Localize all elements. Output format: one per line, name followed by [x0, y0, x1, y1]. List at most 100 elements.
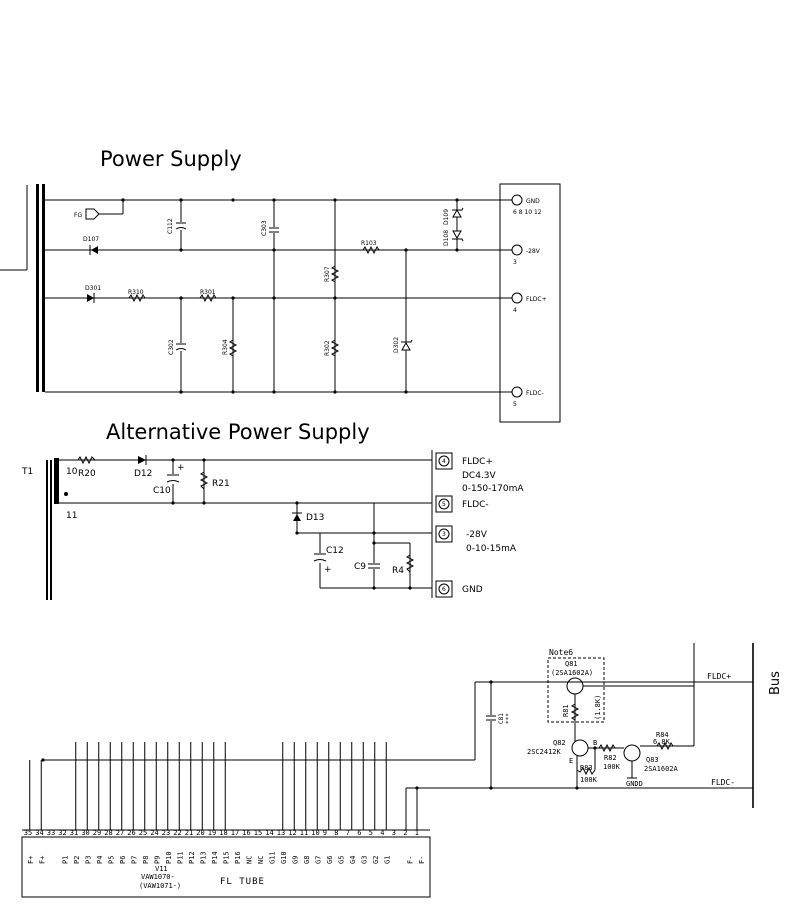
c10-plus: + [177, 463, 185, 473]
pin-number: 4 [380, 829, 384, 837]
pin-10-label: 10 [66, 467, 78, 477]
pin-number: 18 [219, 829, 227, 837]
q82-label: Q82 [553, 739, 566, 747]
r83: R83 100K [576, 764, 598, 784]
r301: R301 [199, 289, 217, 303]
pin-number: 7 [346, 829, 350, 837]
pin-name: P15 [222, 851, 230, 864]
r82-val: 100K [603, 763, 621, 771]
v11-label: V11 [155, 865, 168, 873]
bus-fldc-minus: FLDC- [711, 778, 735, 787]
pin-number: 17 [231, 829, 239, 837]
r307-label: R307 [324, 266, 331, 282]
q82-b: B [593, 739, 597, 747]
pin-name: NC [257, 856, 265, 864]
t4-num: 4 [442, 458, 446, 465]
pin-number: 16 [242, 829, 250, 837]
alt-28v-current: 0-10-15mA [466, 544, 517, 554]
pin-name: G10 [280, 851, 288, 864]
alt-gnd: GND [462, 585, 483, 595]
r310: R310 [128, 289, 146, 303]
pin-number: 5 [369, 829, 373, 837]
pin-name: G4 [349, 856, 357, 864]
c9-label: C9 [354, 562, 366, 572]
c81-label: C81 [498, 713, 505, 724]
note6-label: Note6 [549, 648, 573, 657]
r307: R307 [324, 265, 340, 283]
junction-dots [121, 198, 459, 394]
pin-name: P8 [142, 856, 150, 864]
r103: R103 [361, 240, 380, 255]
terminal-fldc-plus-pins: 4 [513, 307, 517, 314]
pin-number: 34 [35, 829, 43, 837]
c112: C112 [167, 218, 187, 234]
pin-number: 35 [24, 829, 32, 837]
q82: Q82 2SC2412K B E [527, 739, 597, 790]
pin-number: 8 [334, 829, 338, 837]
bus: Bus [752, 643, 783, 808]
r21: R21 [199, 471, 230, 490]
c302: C302 [168, 339, 187, 355]
t3-num: 3 [442, 531, 446, 538]
pin-number: 24 [150, 829, 158, 837]
c12-label: C12 [326, 546, 344, 556]
pin-number: 3 [392, 829, 396, 837]
r83-val: 100K [580, 776, 598, 784]
pin-name: G5 [337, 856, 345, 864]
q81-part: (2SA1602A) [551, 669, 593, 677]
q82-part: 2SC2412K [527, 748, 562, 756]
gndd-label: GNDD [626, 780, 643, 788]
d302: D302 [393, 337, 413, 353]
pin-number: 12 [288, 829, 296, 837]
r81-label: R81 [562, 704, 570, 717]
pin-name: G9 [291, 856, 299, 864]
fl-tube-box: V11 VAW1070- (VAW1071-) FL TUBE [21, 829, 431, 898]
terminal-28v: -28V [526, 248, 541, 255]
d12: D12 [134, 455, 152, 479]
t1-label: T1 [21, 467, 33, 477]
pin-name: P3 [84, 856, 92, 864]
c303-label: C303 [261, 220, 268, 236]
pin-name: P5 [107, 856, 115, 864]
pin-number: 1 [415, 829, 419, 837]
pin-11-label: 11 [66, 511, 77, 521]
alt-terminals: 4 5 3 6 FLDC+ DC4.3V 0-150-170mA FLDC- -… [431, 450, 524, 598]
c81-val: *** [505, 713, 512, 724]
pin-number: 11 [300, 829, 308, 837]
pin-name: G3 [360, 856, 368, 864]
pin-name: G2 [372, 856, 380, 864]
pin-name: P4 [96, 856, 104, 864]
terminal-fldc-minus: FLDC- [526, 390, 544, 397]
r21-label: R21 [212, 479, 230, 489]
r82: R82 100K [598, 743, 621, 771]
r81-val: (1.8K) [594, 695, 602, 720]
r304: R304 [222, 339, 238, 357]
pin-number: 28 [104, 829, 112, 837]
d107-label: D107 [83, 236, 99, 243]
r83-label: R83 [580, 764, 593, 772]
r82-label: R82 [604, 754, 617, 762]
alt-power-supply-title: Alternative Power Supply [106, 420, 370, 444]
pin-number: 25 [139, 829, 147, 837]
d109-label: D109 [443, 209, 450, 225]
r4: R4 [392, 554, 415, 576]
r310-label: R310 [128, 289, 144, 296]
part2-label: (VAW1071-) [139, 882, 181, 890]
pin-number: 19 [208, 829, 216, 837]
alt-transformer: T1 10 11 [21, 458, 432, 600]
d109: D109 [443, 207, 464, 225]
r20: R20 [77, 455, 96, 479]
q83-label: Q83 [646, 756, 659, 764]
q83: GNDD Q83 2SA1602A [623, 744, 694, 788]
pin-name: G6 [326, 856, 334, 864]
pin-number: 30 [81, 829, 89, 837]
r301-label: R301 [200, 289, 216, 296]
c10: + C10 [153, 463, 185, 496]
r84-label: R84 [656, 731, 669, 739]
terminal-gnd: GND [526, 198, 540, 205]
pin-number: 9 [323, 829, 327, 837]
pin-number: 2 [403, 829, 407, 837]
pin-name: P1 [61, 856, 69, 864]
alt-dots [171, 458, 412, 590]
